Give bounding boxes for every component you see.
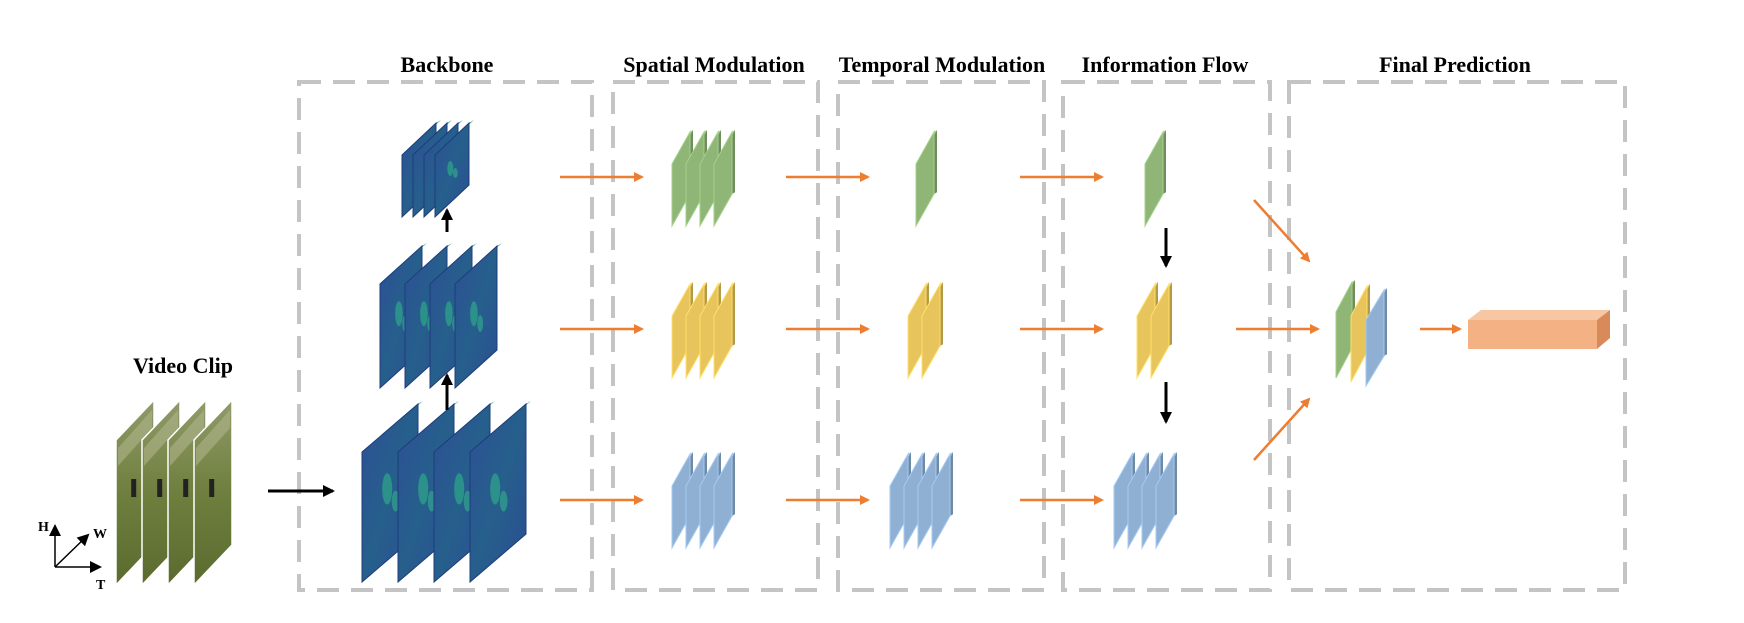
video-clip-title: Video Clip bbox=[133, 353, 233, 378]
backbone-box bbox=[297, 80, 594, 592]
section-title-spatial-modulation: Spatial Modulation bbox=[623, 52, 805, 77]
section-title-final-prediction: Final Prediction bbox=[1379, 52, 1531, 77]
temporal-yellow-stack-slice-2 bbox=[921, 282, 943, 380]
backbone-small-maps bbox=[401, 120, 474, 219]
video-clip-frames bbox=[115, 398, 233, 587]
video-frame-4 bbox=[193, 398, 233, 587]
backbone-feature-maps bbox=[361, 120, 531, 584]
backbone-small-maps-map-4 bbox=[434, 120, 474, 219]
backbone-medium-maps-map-4 bbox=[454, 243, 502, 390]
axis-label-w: W bbox=[93, 527, 107, 542]
section-title-backbone: Backbone bbox=[401, 52, 494, 77]
backbone-large-maps bbox=[361, 401, 531, 584]
prediction-output-block bbox=[1468, 310, 1610, 349]
info-green-stack bbox=[1144, 130, 1166, 228]
spatial-blue-stack bbox=[671, 452, 735, 550]
information-flow-box bbox=[1061, 80, 1272, 592]
info-blue-stack-slice-4 bbox=[1155, 452, 1177, 550]
info-yellow-stack-slice-2 bbox=[1150, 282, 1172, 380]
info-blue-stack bbox=[1113, 452, 1177, 550]
temporal-blue-stack-slice-1 bbox=[889, 452, 911, 550]
backbone-medium-maps bbox=[379, 243, 502, 390]
temporal-blue-stack-slice-4 bbox=[931, 452, 953, 550]
axis-label-h: H bbox=[38, 520, 49, 535]
spatial-modulation-box bbox=[611, 80, 820, 592]
spatial-green-stack-slice-4 bbox=[713, 130, 735, 228]
temporal-blue-stack bbox=[889, 452, 953, 550]
temporal-green-stack bbox=[915, 130, 937, 228]
orange-arrow-final-in-bottom bbox=[1253, 397, 1311, 461]
final-blue-slice bbox=[1365, 288, 1387, 388]
orange-arrows bbox=[560, 172, 1462, 505]
spatial-yellow-stack-slice-4 bbox=[713, 282, 735, 380]
orange-arrow-final-in-top bbox=[1253, 199, 1311, 263]
feature-stacks bbox=[671, 130, 1387, 550]
temporal-modulation-box bbox=[836, 80, 1046, 592]
info-green-stack-slice-1 bbox=[1144, 130, 1166, 228]
temporal-green-stack-slice-1 bbox=[915, 130, 937, 228]
temporal-yellow-stack bbox=[907, 282, 943, 380]
spatial-green-stack bbox=[671, 130, 735, 228]
axis-indicator: H W T bbox=[38, 520, 107, 593]
info-yellow-stack bbox=[1136, 282, 1172, 380]
section-title-temporal-modulation: Temporal Modulation bbox=[839, 52, 1045, 77]
final-prediction-box bbox=[1287, 80, 1627, 592]
spatial-yellow-stack bbox=[671, 282, 735, 380]
spatial-blue-stack-slice-4 bbox=[713, 452, 735, 550]
backbone-large-maps-map-4 bbox=[469, 401, 531, 584]
section-title-information-flow: Information Flow bbox=[1082, 52, 1249, 77]
axis-label-t: T bbox=[96, 578, 106, 593]
